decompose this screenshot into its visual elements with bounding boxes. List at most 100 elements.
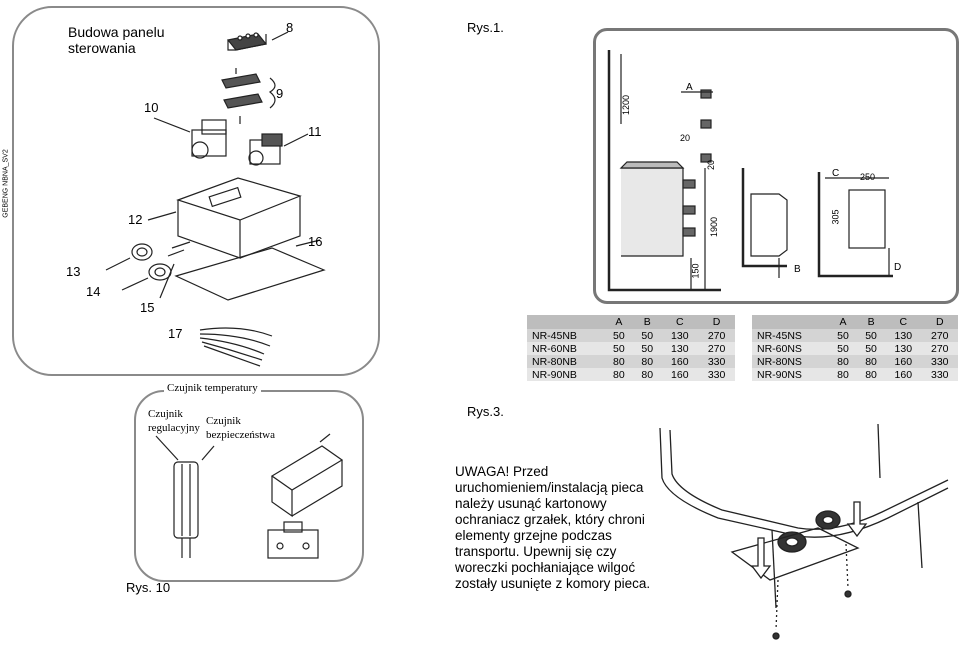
thermostat-icon	[191, 119, 227, 159]
table-cell: 270	[698, 342, 735, 355]
table-header-row: A B C D	[752, 315, 958, 329]
housing-box-icon	[176, 177, 302, 259]
table-cell: NR-60NS	[752, 342, 829, 355]
switch-icon	[248, 133, 283, 166]
table-row: NR-45NB 50 50 130 270	[527, 329, 735, 342]
table-cell: NR-80NB	[527, 355, 605, 368]
dim-C: C	[832, 168, 840, 179]
table-cell: 130	[661, 329, 699, 342]
callout-10: 10	[144, 100, 159, 115]
table-cell: 160	[661, 368, 699, 381]
table-header: D	[921, 315, 958, 329]
cover-removal-drawing	[659, 423, 949, 640]
warning-text: UWAGA! Przed uruchomieniem/instalacją pi…	[455, 464, 651, 591]
table-cell: 160	[885, 368, 922, 381]
callout-17: 17	[168, 326, 183, 341]
table-row: NR-80NS 80 80 160 330	[752, 355, 958, 368]
table-cell: 130	[661, 342, 699, 355]
callout-14: 14	[86, 284, 101, 299]
table-cell: 80	[604, 355, 634, 368]
dim-1200: 1200	[621, 94, 632, 116]
table-cell: 80	[633, 355, 662, 368]
callout-9: 9	[276, 86, 284, 101]
control-panel-drawing	[105, 31, 326, 367]
connector-block-icon	[221, 73, 276, 109]
table-row: NR-90NB 80 80 160 330	[527, 368, 735, 381]
table-header: B	[857, 315, 886, 329]
arrow-down-icon	[750, 501, 868, 580]
table-cell: 330	[921, 368, 958, 381]
table-cell: 80	[828, 368, 858, 381]
table-cell: 270	[698, 329, 735, 342]
callout-15: 15	[140, 300, 155, 315]
table-cell: 50	[633, 342, 662, 355]
table-cell: 80	[857, 355, 886, 368]
table-header: D	[698, 315, 735, 329]
table-cell: 130	[885, 329, 922, 342]
control-knob-icon	[777, 510, 841, 553]
table-cell: 50	[604, 329, 634, 342]
sensor-legend: Czujnik temperatury	[164, 382, 261, 394]
table-header: B	[633, 315, 662, 329]
cover-plate-icon	[174, 247, 326, 301]
figure-caption-3: Rys.3.	[467, 404, 504, 419]
table-cell: 270	[921, 329, 958, 342]
dimension-table-ns: A B C D NR-45NS 50 50 130 270 NR-60NS 50…	[752, 315, 958, 381]
table-cell: 50	[857, 329, 886, 342]
table-row: NR-80NB 80 80 160 330	[527, 355, 735, 368]
table-header: C	[885, 315, 922, 329]
control-panel-figure: Budowa panelu sterowania	[12, 6, 380, 376]
table-cell: NR-90NS	[752, 368, 829, 381]
mounting-bracket-icon	[267, 521, 319, 559]
sensor-safe-label: Czujnik bezpieczeństwa	[206, 415, 276, 441]
dim-A: A	[686, 82, 693, 93]
table-cell: 160	[661, 355, 699, 368]
table-cell: 80	[828, 355, 858, 368]
table-header	[527, 315, 605, 329]
screw-icon	[772, 543, 852, 640]
table-cell: 80	[633, 368, 662, 381]
table-cell: 330	[698, 355, 735, 368]
table-cell: 50	[633, 329, 662, 342]
table-header: C	[661, 315, 699, 329]
dim-250: 250	[860, 172, 876, 182]
figure-caption-10: Rys. 10	[126, 580, 171, 595]
table-cell: 50	[828, 329, 858, 342]
control-panel-title: Budowa panelu sterowania	[68, 24, 165, 56]
dim-D: D	[894, 262, 902, 273]
figure-caption-1: Rys.1.	[467, 20, 504, 35]
table-cell: 330	[698, 368, 735, 381]
callout-12: 12	[128, 212, 143, 227]
callout-16: 16	[308, 234, 323, 249]
dim-305: 305	[830, 209, 841, 225]
table-header: A	[604, 315, 634, 329]
table-cell: NR-45NB	[527, 329, 605, 342]
dim-150: 150	[690, 263, 701, 279]
heater-housing-icon	[659, 423, 949, 609]
table-cell: 130	[885, 342, 922, 355]
dim-B: B	[794, 264, 801, 275]
table-cell: NR-60NB	[527, 342, 605, 355]
sensor-probe-icon	[155, 435, 215, 558]
installation-drawing	[607, 50, 893, 292]
table-cell: 50	[857, 342, 886, 355]
table-cell: NR-80NS	[752, 355, 829, 368]
sensor-reg-label: Czujnik regulacyjny	[148, 408, 200, 434]
table-cell: NR-90NB	[527, 368, 605, 381]
sensor-figure	[134, 390, 364, 582]
table-header	[752, 315, 829, 329]
table-header: A	[828, 315, 858, 329]
table-cell: 50	[828, 342, 858, 355]
knob-icon	[131, 243, 172, 281]
callout-11: 11	[308, 124, 322, 139]
dimension-table-nb: A B C D NR-45NB 50 50 130 270 NR-60NB 50…	[527, 315, 735, 381]
table-cell: 80	[857, 368, 886, 381]
callout-8: 8	[286, 20, 294, 35]
table-row: NR-45NS 50 50 130 270	[752, 329, 958, 342]
heater-element-icon	[270, 433, 344, 518]
table-cell: 270	[921, 342, 958, 355]
callout-13: 13	[66, 264, 81, 279]
sensor-drawing	[155, 433, 344, 559]
table-cell: 160	[885, 355, 922, 368]
table-header-row: A B C D	[527, 315, 735, 329]
